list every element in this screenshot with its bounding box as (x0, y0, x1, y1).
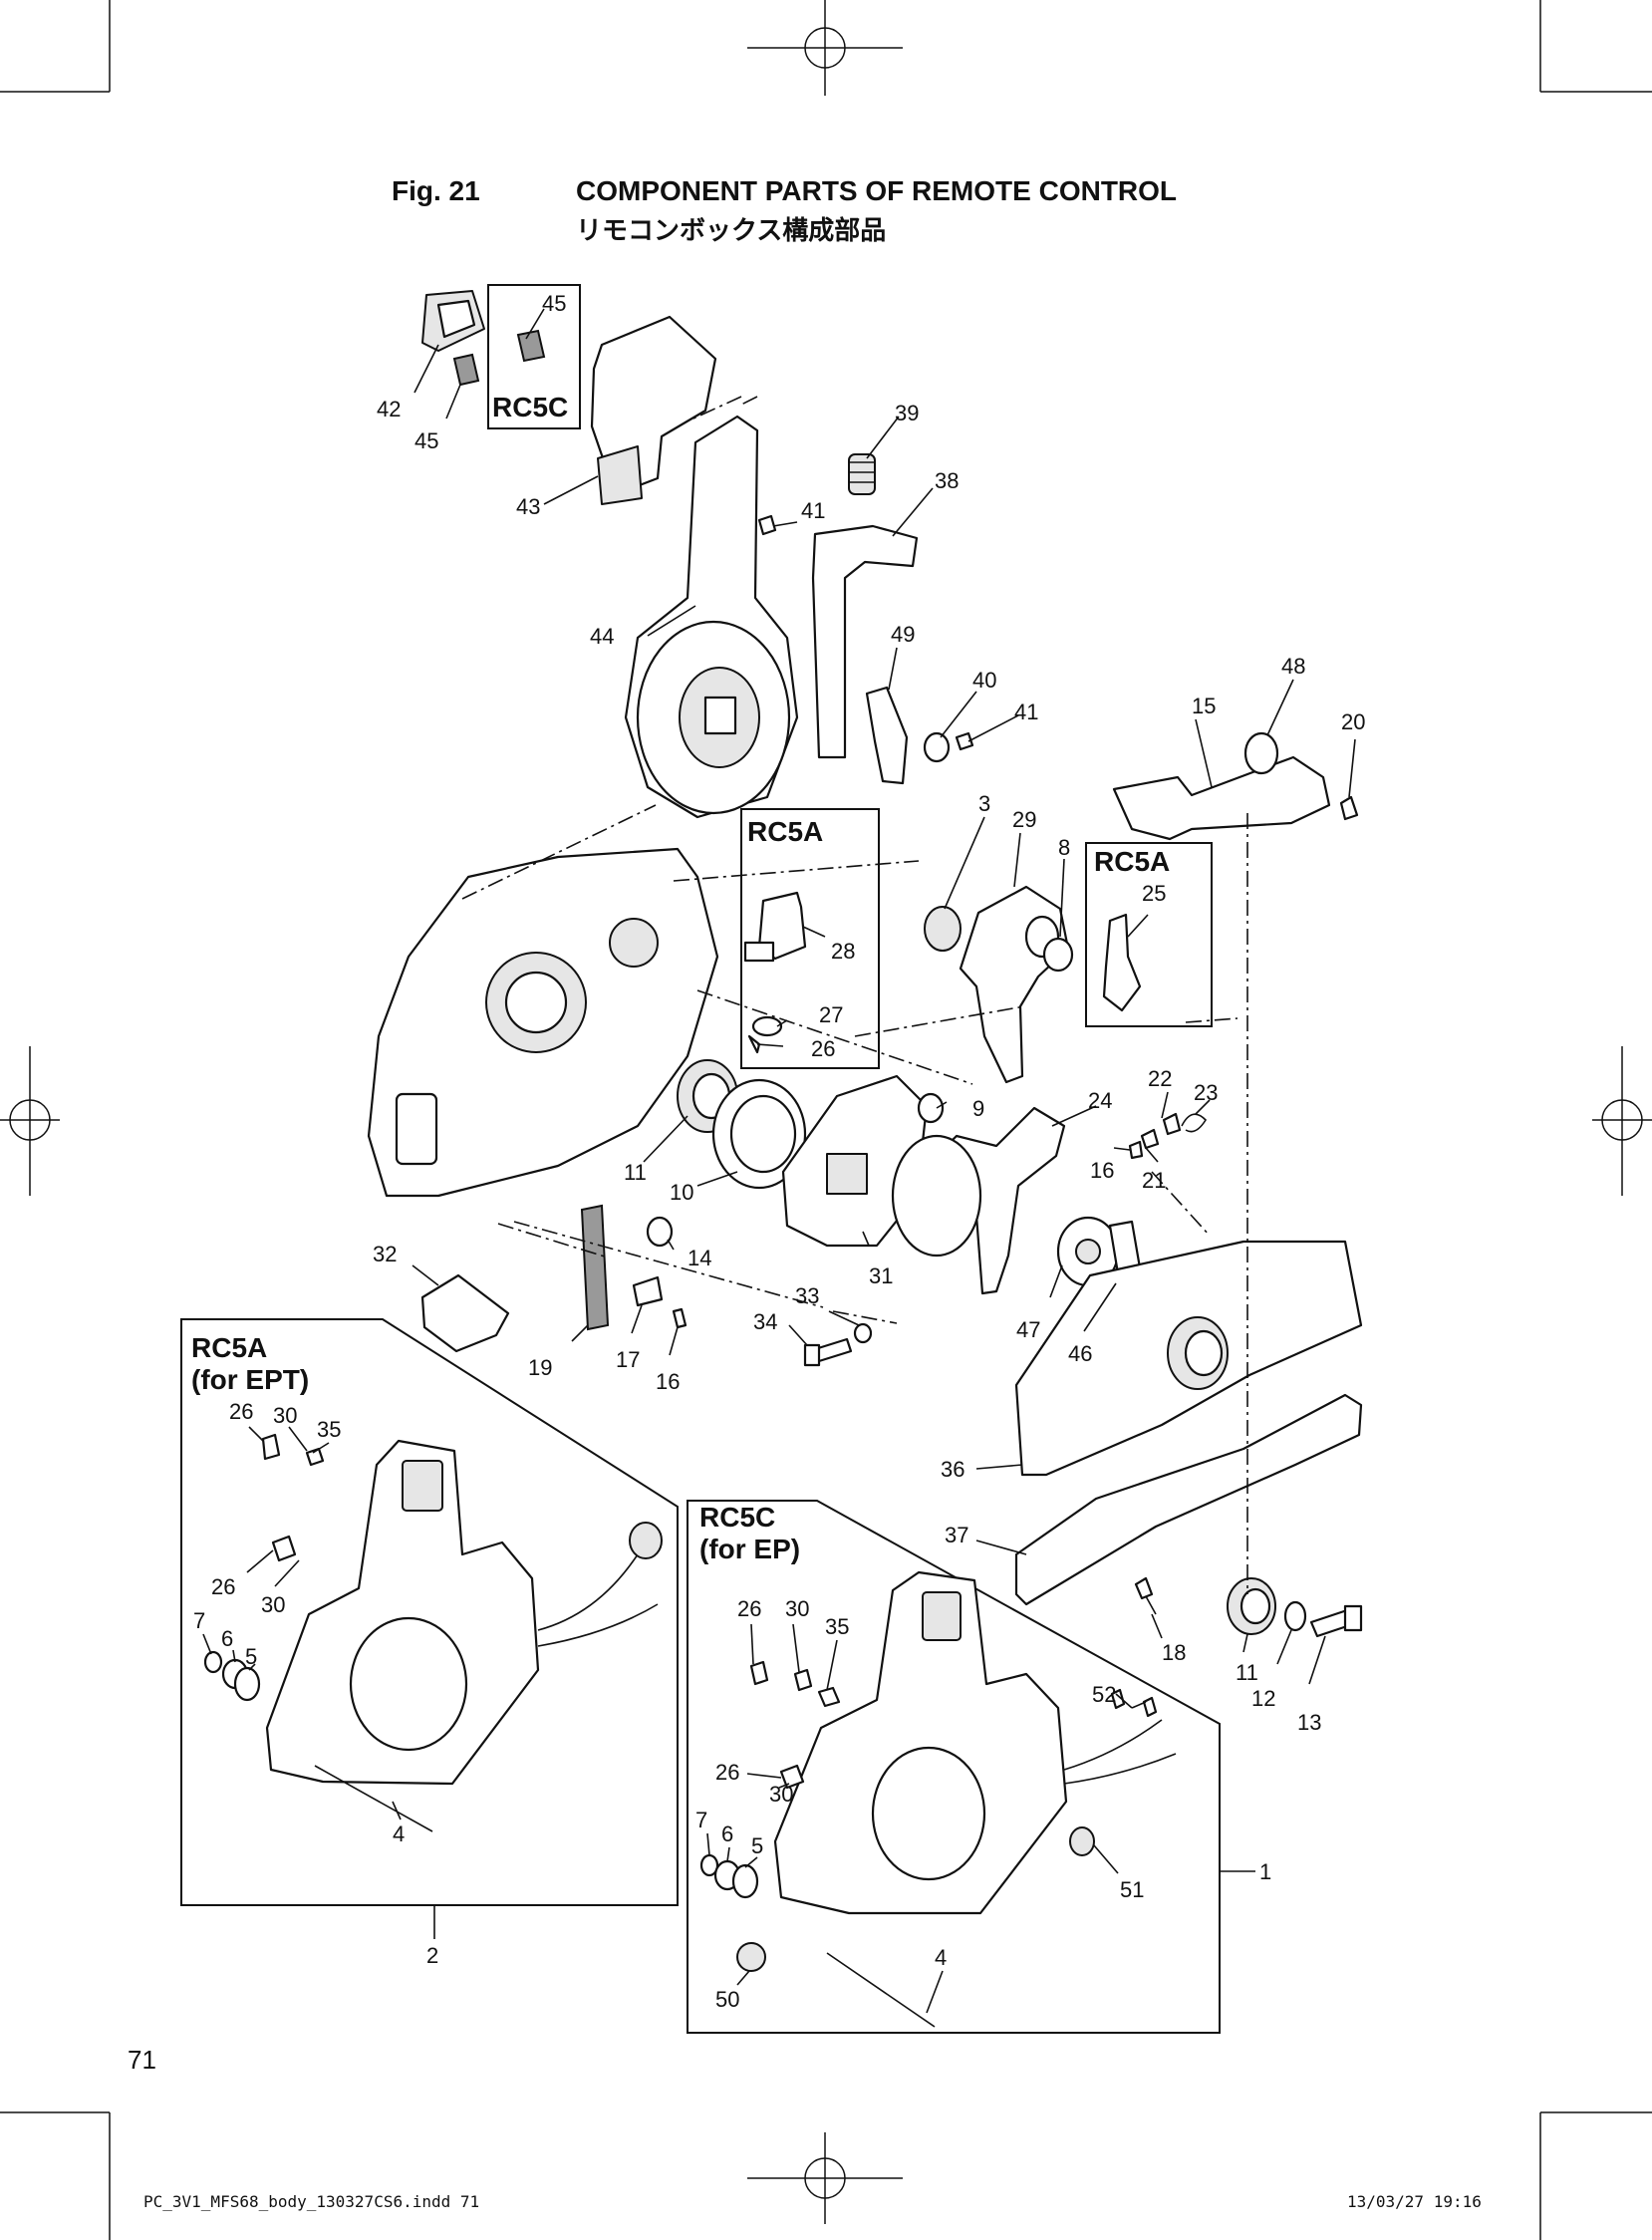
lever-15-group (1112, 731, 1359, 841)
callout: 16 (1090, 1158, 1114, 1183)
callout: 24 (1088, 1088, 1112, 1113)
callout: 45 (542, 291, 566, 316)
handle-group (421, 290, 974, 819)
callout: 48 (1281, 654, 1305, 679)
small-parts-group (420, 1204, 873, 1367)
figure-title: COMPONENT PARTS OF REMOTE CONTROL (576, 175, 1178, 206)
callout: 45 (414, 428, 438, 453)
callout: 11 (624, 1160, 647, 1185)
callout: 30 (785, 1596, 809, 1621)
callout: 6 (221, 1626, 233, 1651)
figure-subtitle-japanese: リモコンボックス構成部品 (576, 216, 887, 246)
callout: 26 (811, 1036, 835, 1061)
link-assembly (891, 1092, 1208, 1295)
label-rc5c-top: RC5C (492, 392, 568, 422)
callout: 27 (819, 1002, 843, 1027)
callout: 30 (261, 1592, 285, 1617)
callout: 28 (831, 939, 855, 964)
label-rc5c-ep-2: (for EP) (699, 1534, 800, 1564)
callout: 11 (1236, 1660, 1258, 1685)
callout: 35 (317, 1417, 341, 1442)
figure-number: Fig. 21 (392, 175, 480, 206)
callout: 50 (715, 1987, 739, 2012)
leader-lines (202, 308, 1356, 2014)
callout: 4 (393, 1821, 405, 1846)
callout: 34 (753, 1309, 777, 1334)
callout: 52 (1092, 1682, 1116, 1707)
callout: 4 (935, 1945, 947, 1970)
callout: 19 (528, 1355, 552, 1380)
page-number: 71 (128, 2045, 156, 2075)
plates-3-29-8 (924, 885, 1074, 1084)
callout: 14 (688, 1246, 711, 1270)
callout: 13 (1297, 1710, 1321, 1735)
callout: 6 (721, 1821, 733, 1846)
callout: 3 (978, 791, 990, 816)
callout-numbers: 45 42 45 43 39 41 38 44 49 40 41 48 15 2… (193, 291, 1365, 2012)
callout: 15 (1192, 694, 1216, 718)
callout: 44 (590, 624, 614, 649)
callout: 30 (769, 1782, 793, 1807)
callout: 25 (1142, 881, 1166, 906)
callout: 43 (516, 494, 540, 519)
callout: 38 (935, 468, 959, 493)
callout: 36 (941, 1457, 964, 1482)
label-rc5a-ept-2: (for EPT) (191, 1364, 309, 1395)
callout: 37 (945, 1523, 968, 1547)
callout: 5 (245, 1644, 257, 1669)
callout: 49 (891, 622, 915, 647)
callout: 41 (1014, 700, 1038, 724)
label-rc5a-mid: RC5A (747, 816, 823, 847)
label-rc5c-ep-1: RC5C (699, 1502, 775, 1533)
callout: 40 (972, 668, 996, 693)
callout: 32 (373, 1242, 397, 1266)
assembly-lines (461, 396, 1248, 1594)
callout: 33 (795, 1283, 819, 1308)
callout: 47 (1016, 1317, 1040, 1342)
callout: 39 (895, 401, 919, 425)
callout: 26 (211, 1574, 235, 1599)
callout: 10 (670, 1180, 693, 1205)
callout: 8 (1058, 835, 1070, 860)
callout: 42 (377, 397, 401, 421)
callout: 31 (869, 1263, 893, 1288)
callout: 20 (1341, 709, 1365, 734)
rc5c-ep-box (687, 1500, 1221, 2034)
callout: 17 (616, 1347, 640, 1372)
rc5a-mid-box (740, 808, 880, 1069)
callout: 22 (1148, 1066, 1172, 1091)
callout: 2 (426, 1943, 438, 1968)
callout: 16 (656, 1369, 680, 1394)
callout: 46 (1068, 1341, 1092, 1366)
callout: 9 (972, 1096, 984, 1121)
cover-plate-group (1014, 1240, 1363, 1638)
callout: 5 (751, 1833, 763, 1858)
label-rc5a-ept-1: RC5A (191, 1332, 267, 1363)
callout: 21 (1142, 1168, 1166, 1193)
label-rc5a-right: RC5A (1094, 846, 1170, 877)
callout: 35 (825, 1614, 849, 1639)
callout: 12 (1251, 1686, 1275, 1711)
callout: 1 (1259, 1859, 1271, 1884)
callout: 26 (715, 1760, 739, 1785)
callout: 26 (737, 1596, 761, 1621)
box-labels: RC5C RC5A RC5A RC5A (for EPT) RC5C (for … (191, 284, 1170, 1564)
callout: 7 (695, 1808, 707, 1832)
callout: 41 (801, 498, 825, 523)
callout: 18 (1162, 1640, 1186, 1665)
print-slug-file: PC_3V1_MFS68_body_130327CS6.indd 71 (143, 2192, 480, 2211)
callout: 30 (273, 1403, 297, 1428)
rc5a-right-box (1085, 842, 1213, 1027)
callout: 7 (193, 1608, 205, 1633)
callout: 51 (1120, 1877, 1144, 1902)
callout: 29 (1012, 807, 1036, 832)
rc5a-ept-box (180, 1318, 679, 1906)
callout: 26 (229, 1399, 253, 1424)
housing-group (367, 847, 929, 1248)
print-slug-date: 13/03/27 19:16 (1347, 2192, 1482, 2211)
callout: 23 (1194, 1080, 1218, 1105)
